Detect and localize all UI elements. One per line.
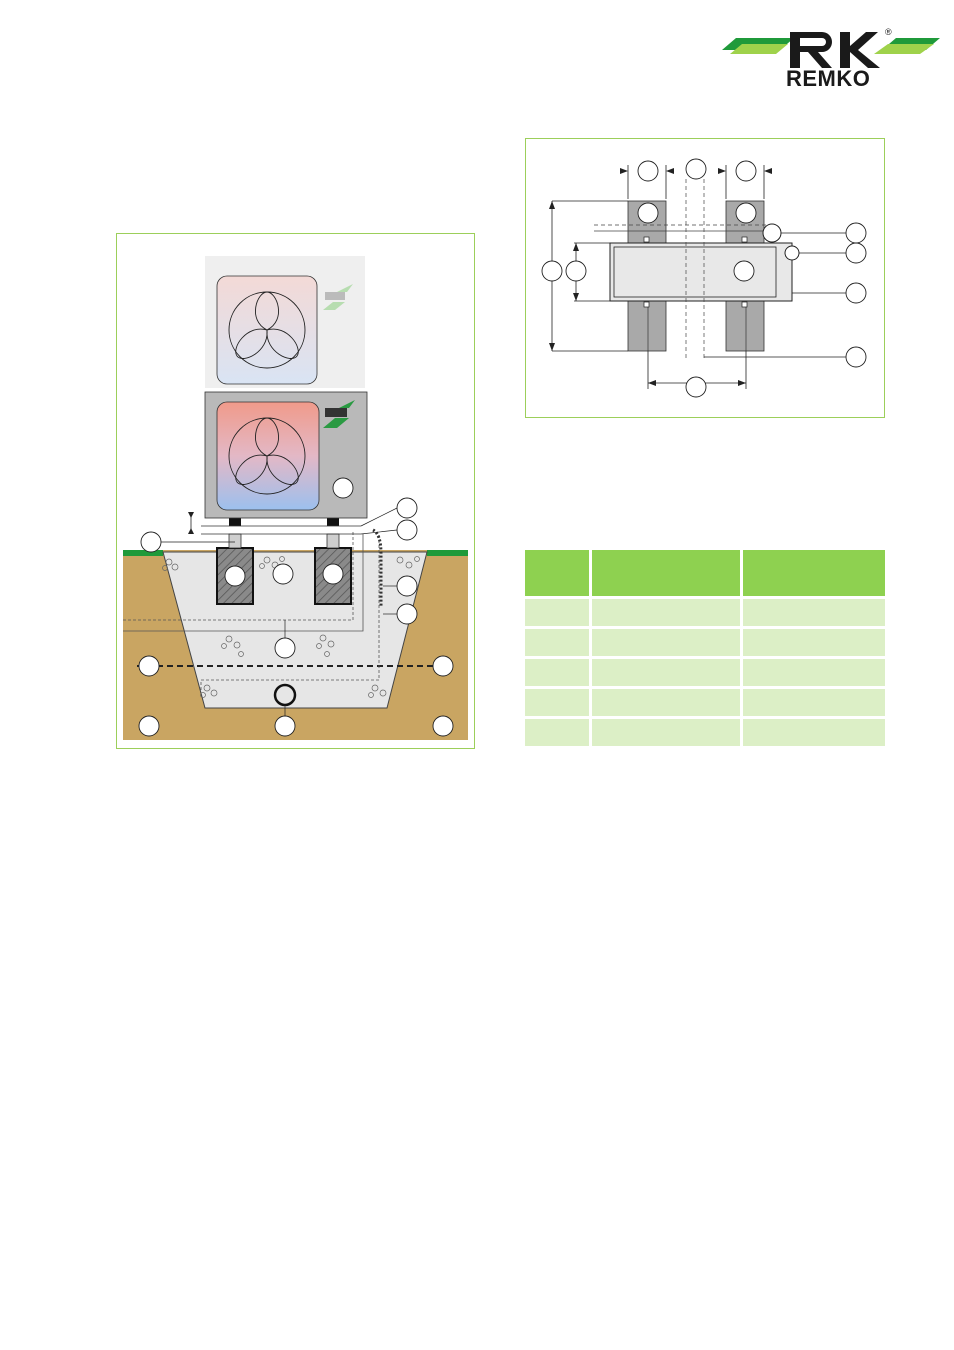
foundation-cross-section-figure: [116, 233, 475, 749]
table-cell: [592, 656, 743, 686]
lower-fan-icon: [228, 417, 306, 495]
table-cell: [743, 686, 885, 716]
table-cell: [743, 656, 885, 686]
upper-fan-icon: [228, 291, 306, 369]
table-cell: [525, 656, 592, 686]
condensate-pipe: [372, 528, 383, 606]
unit-inner: [613, 246, 777, 298]
table-cell: [525, 596, 592, 626]
table-cell: [525, 686, 592, 716]
grass-right: [427, 550, 468, 556]
table-cell: [592, 626, 743, 656]
foundation-top-view-figure: [525, 138, 885, 418]
table-row: [525, 626, 885, 656]
table-row: [525, 686, 885, 716]
rubber-foot-right: [326, 533, 340, 549]
table-cell: [592, 716, 743, 746]
registered-mark: ®: [885, 27, 892, 37]
drain-line: [200, 534, 380, 690]
gravel-texture: [162, 556, 420, 698]
foot-top-right: [327, 518, 339, 526]
top-view-drawing: [541, 158, 867, 398]
grass-left: [123, 550, 163, 556]
dim-arrow-up: [188, 528, 194, 534]
table-cell: [592, 596, 743, 626]
rubber-foot-left: [228, 533, 242, 549]
pipe-line-solid: [123, 534, 364, 632]
table-cell: [525, 626, 592, 656]
table-row: [525, 716, 885, 746]
table-cell: [743, 596, 885, 626]
foot-top-left: [229, 518, 241, 526]
top-view-callouts: [541, 158, 867, 398]
pipe-line: [123, 532, 354, 621]
table-header-cell: [525, 550, 592, 596]
table-cell: [743, 626, 885, 656]
table-header-cell: [743, 550, 885, 596]
dim-arrow-down: [188, 512, 194, 518]
gravel-bed: [162, 551, 428, 709]
unit-outline: [609, 242, 793, 302]
callout-markers: [138, 477, 454, 737]
table-header-row: [525, 550, 885, 596]
top-view-leaders: [704, 232, 846, 358]
logo-wordmark: REMKO: [786, 66, 871, 91]
table-row: [525, 656, 885, 686]
table-cell: [525, 716, 592, 746]
upper-brand-badge: [323, 284, 353, 310]
table-row: [525, 596, 885, 626]
remko-logo: [722, 32, 940, 68]
dimension-arrows: [549, 168, 772, 386]
table-cell: [743, 716, 885, 746]
dimension-table: [525, 550, 885, 746]
table-cell: [592, 686, 743, 716]
lower-brand-badge: [323, 400, 355, 428]
callout-leaders: [161, 507, 398, 716]
cross-section-drawing: [123, 256, 468, 740]
table-header-cell: [592, 550, 743, 596]
